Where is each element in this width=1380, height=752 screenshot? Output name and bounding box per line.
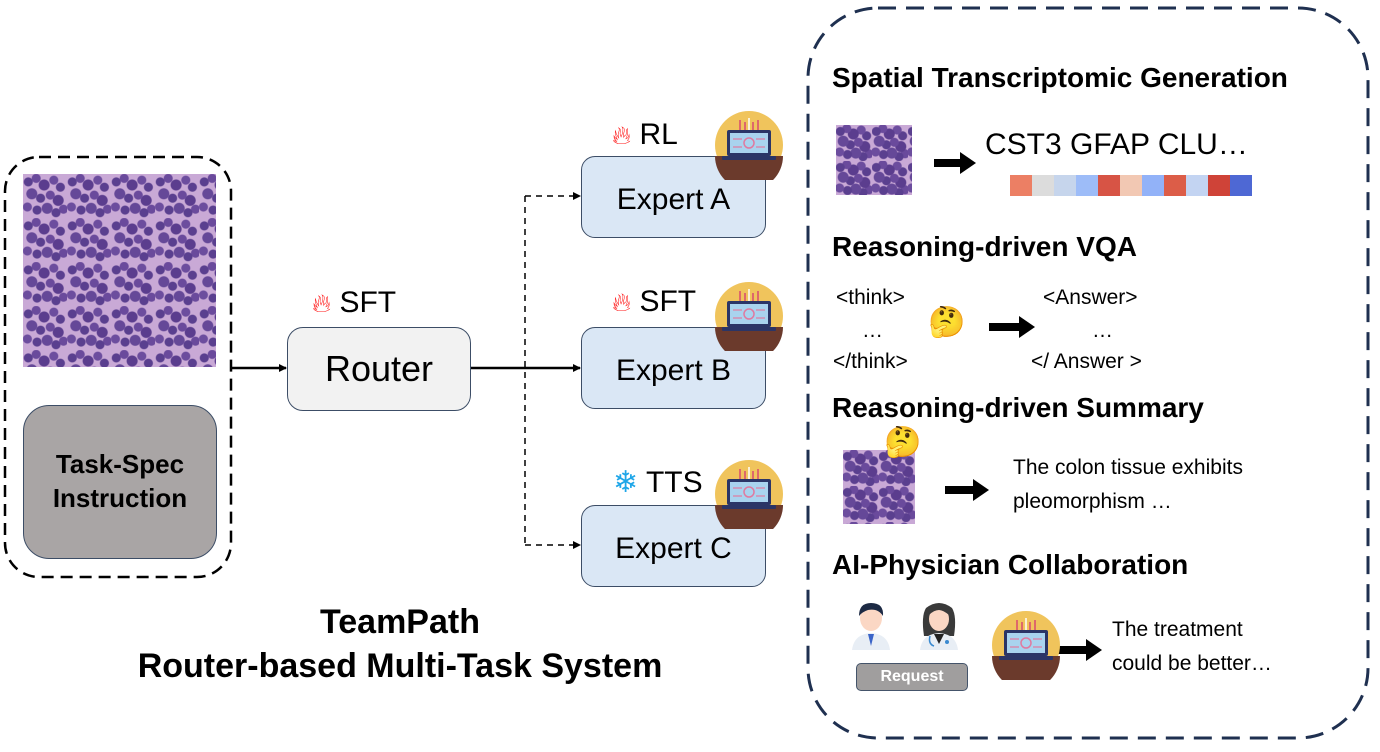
expert-a-training-tag: 🔥︎ RL	[612, 118, 678, 151]
male-physician-icon	[852, 603, 890, 650]
instruction-label: Task-Spec Instruction	[52, 449, 188, 513]
fire-icon: 🔥︎	[612, 287, 632, 317]
expert-c-training-tag: ❄︎ TTS	[613, 466, 703, 499]
heat-cell-7	[1164, 175, 1186, 196]
summary-line2: pleomorphism …	[1013, 490, 1172, 513]
arrow-collab	[1058, 639, 1102, 661]
spatial-tissue-image	[836, 125, 912, 195]
expert-c-label: Expert C	[615, 532, 732, 565]
female-physician-icon	[920, 603, 958, 650]
arrow-vqa	[989, 316, 1035, 338]
fire-icon: 🔥︎	[612, 120, 632, 150]
heat-cell-5	[1120, 175, 1142, 196]
thinking-face-icon: 🤔	[884, 426, 922, 459]
spatial-heat-strip	[1010, 175, 1252, 196]
heat-cell-8	[1186, 175, 1208, 196]
ai-laptop-icon	[714, 459, 784, 529]
fire-icon: 🔥︎	[312, 288, 332, 318]
expert-b-label: Expert B	[615, 354, 732, 387]
collab-line1: The treatment	[1112, 618, 1243, 641]
summary-line1: The colon tissue exhibits	[1013, 456, 1243, 479]
spatial-task-title: Spatial Transcriptomic Generation	[832, 62, 1288, 93]
collab-task-title: AI-Physician Collaboration	[832, 549, 1189, 580]
tasks-panel-border	[806, 6, 1370, 740]
heat-cell-6	[1142, 175, 1164, 196]
router-label: Router	[324, 348, 434, 389]
heat-cell-3	[1076, 175, 1098, 196]
request-button[interactable]: Request	[856, 663, 968, 691]
heat-cell-1	[1032, 175, 1054, 196]
vqa-think-open: <think>	[836, 286, 905, 309]
heat-cell-2	[1054, 175, 1076, 196]
heat-cell-0	[1010, 175, 1032, 196]
vqa-think-close: </think>	[833, 350, 908, 373]
ai-laptop-icon	[714, 281, 784, 351]
vqa-answer-open: <Answer>	[1043, 286, 1138, 309]
request-label: Request	[880, 668, 944, 685]
instruction-box: Task-Spec Instruction	[23, 405, 217, 559]
ai-laptop-icon	[991, 610, 1061, 680]
summary-tissue-image	[843, 450, 915, 524]
spatial-genes-text: CST3 GFAP CLU…	[985, 128, 1248, 161]
heat-cell-10	[1230, 175, 1252, 196]
ai-laptop-icon	[714, 110, 784, 180]
vqa-task-title: Reasoning-driven VQA	[832, 231, 1137, 262]
router-training-tag: 🔥︎ SFT	[312, 286, 397, 319]
arrow-summary	[945, 479, 989, 501]
vqa-answer-mid: …	[1092, 319, 1113, 342]
snowflake-icon: ❄︎	[613, 466, 639, 499]
vqa-think-mid: …	[862, 319, 883, 342]
router-box[interactable]: Router	[287, 327, 471, 411]
system-title-line2: Router-based Multi-Task System	[137, 647, 663, 686]
summary-task-title: Reasoning-driven Summary	[832, 392, 1204, 423]
arrow-spatial	[934, 152, 976, 174]
heat-cell-9	[1208, 175, 1230, 196]
expert-b-training-tag: 🔥︎ SFT	[612, 285, 697, 318]
system-title: TeamPath Router-based Multi-Task System	[60, 600, 740, 688]
heat-cell-4	[1098, 175, 1120, 196]
vqa-answer-close: </ Answer >	[1031, 350, 1142, 373]
collab-line2: could be better…	[1112, 652, 1272, 675]
input-tissue-image	[23, 174, 216, 367]
system-title-line1: TeamPath	[320, 603, 480, 641]
thinking-face-icon: 🤔	[928, 306, 966, 339]
expert-a-label: Expert A	[616, 183, 731, 216]
